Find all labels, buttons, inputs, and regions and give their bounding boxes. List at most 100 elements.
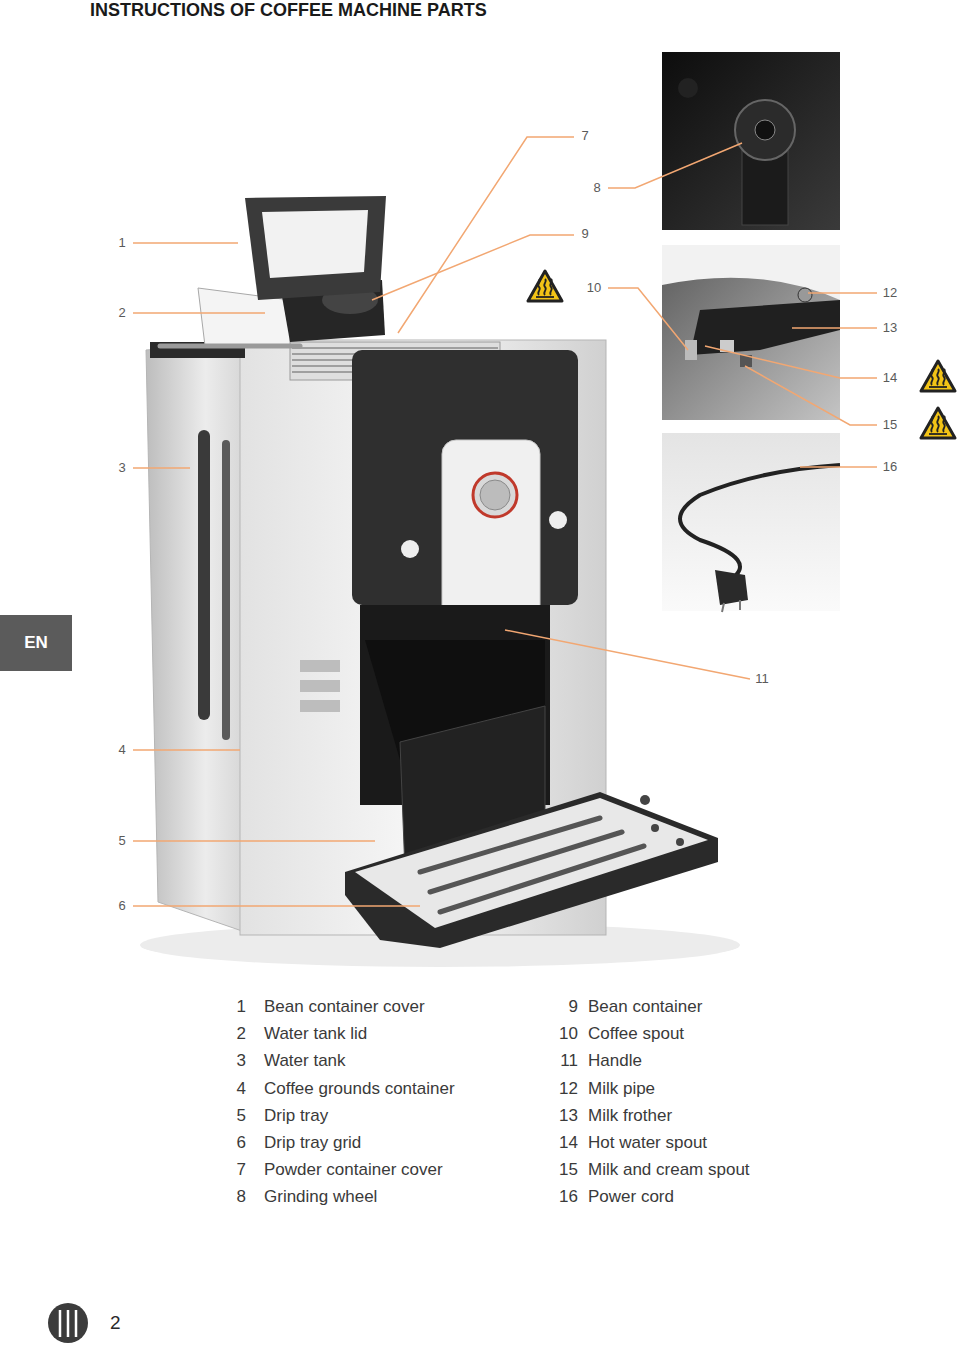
detail-inset-power-cord bbox=[715, 570, 748, 605]
part-number: 6 bbox=[237, 1133, 246, 1153]
machine-drawing bbox=[473, 473, 517, 517]
part-name: Coffee spout bbox=[588, 1024, 684, 1044]
machine-drawing bbox=[549, 511, 567, 529]
machine-drawing bbox=[480, 480, 510, 510]
part-number: 11 bbox=[560, 1051, 578, 1071]
callout-number: 15 bbox=[883, 417, 897, 433]
leader-lines bbox=[133, 242, 238, 244]
callout-number: 3 bbox=[118, 460, 125, 476]
part-number: 5 bbox=[237, 1106, 246, 1126]
part-name: Handle bbox=[588, 1051, 642, 1071]
part-number: 9 bbox=[569, 997, 578, 1017]
leader-lines bbox=[133, 905, 420, 907]
leader-lines bbox=[745, 366, 877, 425]
machine-drawing bbox=[146, 342, 245, 932]
leader-lines bbox=[608, 143, 742, 188]
callout-number: 16 bbox=[883, 459, 897, 475]
callout-number: 8 bbox=[593, 180, 600, 196]
leader-lines bbox=[372, 235, 574, 300]
detail-inset-power-cord bbox=[722, 603, 724, 612]
machine-drawing bbox=[198, 430, 210, 720]
callout-number: 11 bbox=[755, 671, 769, 687]
part-number: 13 bbox=[559, 1106, 578, 1126]
detail-inset-power-cord bbox=[739, 600, 741, 610]
machine-drawing bbox=[651, 824, 659, 832]
detail-inset-grinder bbox=[742, 150, 788, 225]
part-name: Hot water spout bbox=[588, 1133, 707, 1153]
machine-drawing bbox=[300, 660, 340, 672]
leader-lines bbox=[705, 346, 877, 378]
machine-drawing bbox=[442, 440, 540, 620]
machine-drawing bbox=[345, 792, 718, 948]
part-name: Drip tray bbox=[264, 1106, 328, 1126]
callout-number: 6 bbox=[118, 898, 125, 914]
page-title: INSTRUCTIONS OF COFFEE MACHINE PARTS bbox=[90, 0, 487, 21]
cutlery-icon bbox=[48, 1303, 88, 1343]
detail-inset-spouts bbox=[662, 245, 840, 420]
detail-inset-power-cord bbox=[680, 465, 840, 580]
part-number: 12 bbox=[559, 1078, 578, 1098]
machine-drawing bbox=[160, 344, 300, 349]
detail-inset-power-cord bbox=[662, 433, 840, 612]
detail-inset-grinder bbox=[662, 52, 840, 230]
cutlery-icon bbox=[67, 1310, 70, 1337]
hot-surface-symbol bbox=[528, 271, 562, 301]
page-number: 2 bbox=[110, 1312, 121, 1335]
machine-drawing bbox=[440, 846, 644, 912]
part-name: Bean container cover bbox=[264, 997, 425, 1017]
part-name: Bean container bbox=[588, 997, 702, 1017]
leader-lines bbox=[800, 466, 877, 468]
callout-number: 5 bbox=[118, 833, 125, 849]
detail-inset-spouts bbox=[662, 245, 840, 420]
part-number: 15 bbox=[559, 1160, 578, 1180]
part-name: Milk and cream spout bbox=[588, 1160, 750, 1180]
machine-drawing bbox=[355, 798, 708, 928]
leader-lines bbox=[133, 312, 265, 314]
cutlery-icon bbox=[75, 1310, 78, 1337]
part-number: 7 bbox=[237, 1160, 246, 1180]
callout-number: 10 bbox=[587, 280, 601, 296]
machine-drawing bbox=[292, 347, 498, 349]
callout-number: 9 bbox=[581, 226, 588, 242]
machine-drawing bbox=[140, 196, 740, 967]
machine-drawing bbox=[401, 540, 419, 558]
hot-surface-symbol bbox=[921, 361, 955, 391]
machine-drawing bbox=[300, 680, 340, 692]
tab-label: EN bbox=[24, 633, 48, 653]
callout-number: 2 bbox=[118, 305, 125, 321]
callout-number: 13 bbox=[883, 320, 897, 336]
detail-inset-grinder bbox=[662, 52, 840, 230]
part-number: 14 bbox=[559, 1133, 578, 1153]
callout-number: 7 bbox=[581, 128, 588, 144]
leader-lines bbox=[133, 749, 240, 751]
part-name: Water tank bbox=[264, 1051, 346, 1071]
part-name: Power cord bbox=[588, 1187, 674, 1207]
leader-lines bbox=[808, 292, 877, 294]
leader-lines bbox=[133, 137, 877, 906]
callout-number: 4 bbox=[118, 742, 125, 758]
leader-lines bbox=[133, 467, 190, 469]
detail-inset-grinder bbox=[755, 120, 775, 140]
part-name: Milk frother bbox=[588, 1106, 672, 1126]
language-tab: EN bbox=[0, 615, 72, 671]
part-name: Grinding wheel bbox=[264, 1187, 377, 1207]
leader-lines bbox=[608, 288, 688, 350]
hot-surface-symbol bbox=[921, 408, 955, 438]
part-number: 8 bbox=[237, 1187, 246, 1207]
part-name: Coffee grounds container bbox=[264, 1078, 455, 1098]
detail-inset-spouts bbox=[798, 288, 812, 302]
detail-inset-grinder bbox=[678, 78, 698, 98]
machine-drawing bbox=[640, 795, 650, 805]
callout-number: 14 bbox=[883, 370, 897, 386]
part-name: Powder container cover bbox=[264, 1160, 443, 1180]
detail-inset-grinder bbox=[735, 100, 795, 160]
machine-drawing bbox=[420, 818, 644, 912]
part-number: 4 bbox=[237, 1078, 246, 1098]
part-number: 1 bbox=[237, 997, 246, 1017]
machine-drawing bbox=[300, 700, 340, 712]
part-name: Milk pipe bbox=[588, 1078, 655, 1098]
part-number: 2 bbox=[237, 1024, 246, 1044]
callout-number: 1 bbox=[118, 235, 125, 251]
